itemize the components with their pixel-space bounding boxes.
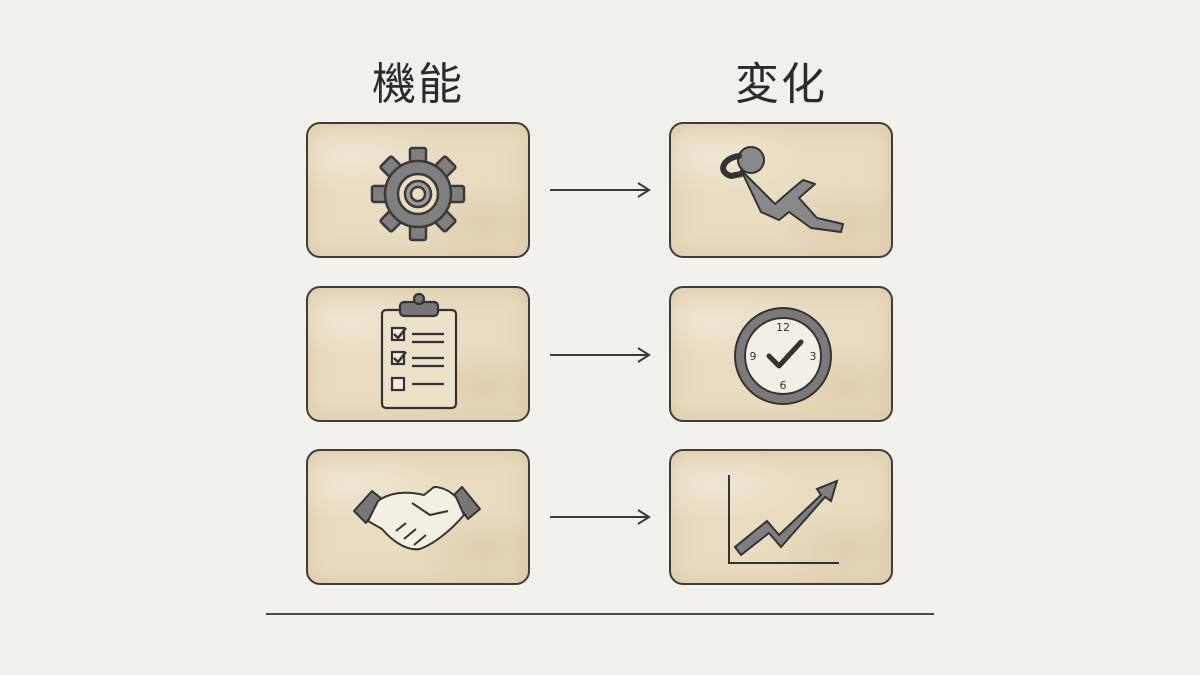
clipboard-checklist-icon	[380, 292, 458, 410]
handshake-icon	[353, 486, 481, 551]
function-card-handshake	[306, 449, 530, 585]
change-card-time: 12 3 6 9	[669, 286, 893, 422]
gear-icon	[370, 146, 466, 242]
growth-chart-icon	[728, 475, 839, 564]
svg-text:6: 6	[780, 379, 787, 392]
change-card-growth	[669, 449, 893, 585]
relaxing-person-icon	[720, 146, 844, 233]
svg-text:3: 3	[810, 350, 817, 363]
function-card-gear	[306, 122, 530, 258]
function-card-checklist	[306, 286, 530, 422]
svg-text:9: 9	[750, 350, 757, 363]
change-card-relaxing	[669, 122, 893, 258]
heading-function: 機能	[372, 59, 464, 110]
clock-icon: 12 3 6 9	[734, 307, 832, 405]
baseline-divider	[266, 613, 934, 615]
svg-text:12: 12	[776, 321, 790, 334]
arrow-icon	[550, 347, 651, 363]
arrow-icon	[550, 182, 651, 198]
arrow-icon	[550, 509, 651, 525]
heading-change: 変化	[735, 59, 827, 110]
